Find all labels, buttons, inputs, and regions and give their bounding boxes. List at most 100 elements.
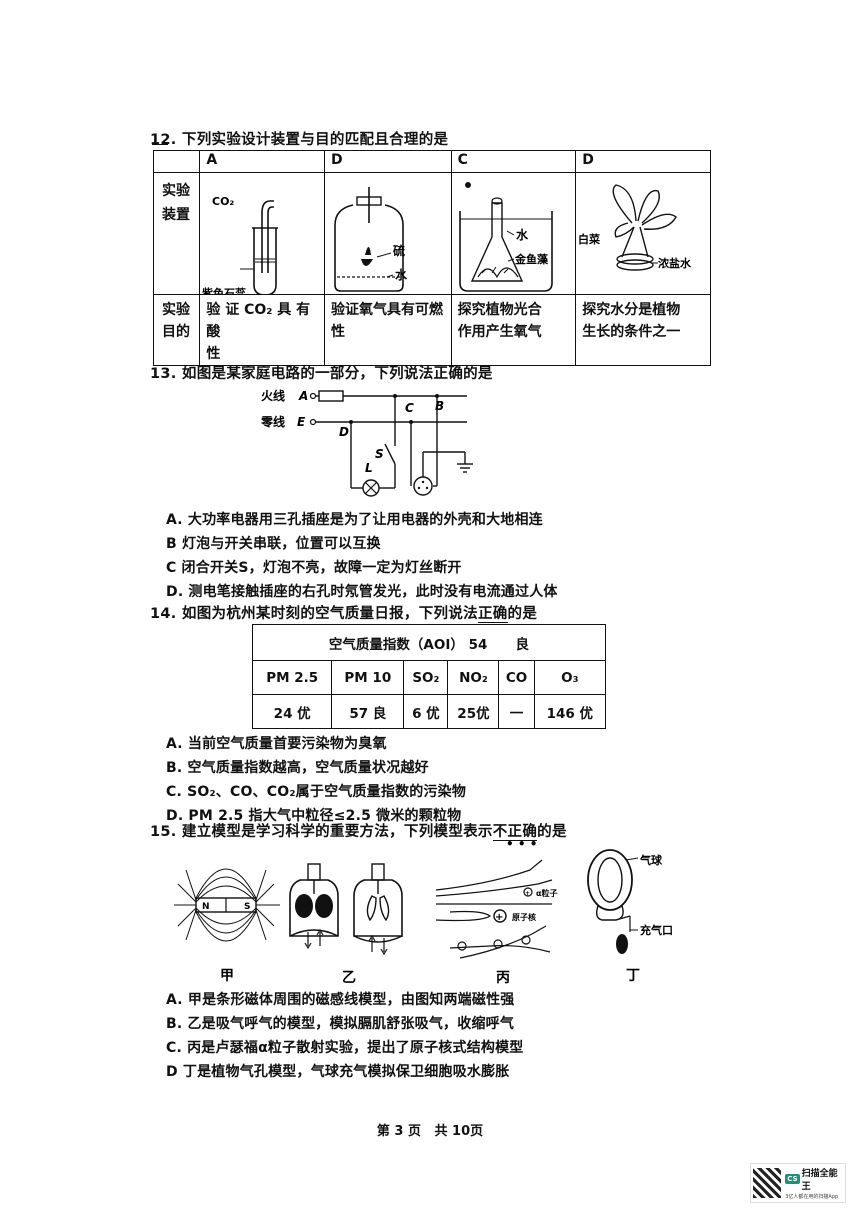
q12-purpose-c: 探究植物光合 作用产生氧气 [450,294,577,366]
q13-options: A. 大功率电器用三孔插座是为了让用电器的外壳和大地相连 B 灯泡与开关串联，位… [166,508,558,604]
q12-corner-cell [152,150,201,173]
q12-row1-label: 实验 装置 [152,172,201,295]
live-wire-label: 火线 [261,388,285,403]
q12-apparatus-c: 水 金鱼藻 [450,172,577,295]
q12-stem: 12. 下列实验设计装置与目的匹配且合理的是 [150,132,449,148]
q15-option-c[interactable]: C. 丙是卢瑟福α粒子散射实验，提出了原子核式结构模型 [166,1040,524,1056]
q15-stem-suffix: 的是 [537,824,567,840]
nucleus-label: 原子核 [512,912,536,922]
badge-subtitle: 3亿人都在用的扫描App [785,1194,839,1200]
inlet-label: 充气口 [640,923,673,937]
q14-option-b[interactable]: B. 空气质量指数越高，空气质量状况越好 [166,760,429,776]
lamp-label: L [365,461,373,475]
q12-apparatus-a: CO₂ 紫色石蕊 [199,172,326,295]
label-jia: 甲 [220,968,234,984]
header-so2: SO₂ [403,660,449,695]
litmus-label: 紫色石蕊 [202,286,246,294]
q14-option-a[interactable]: A. 当前空气质量首要污染物为臭氧 [166,736,387,752]
q12-header-c: C [450,150,577,173]
q13-option-d[interactable]: D. 测电笔接触插座的右孔时氖管发光，此时没有电流通过人体 [166,584,558,600]
q12-number-underline [152,144,168,145]
stoma-balloon-model: 气球 充气口 [587,849,673,954]
q12-row2-label-line2: 目的 [162,324,190,340]
q12-table: A D C D 实验 装置 CO₂ 紫色石蕊 [152,150,711,366]
magnet-s-label: S [244,902,250,912]
purpose-b-line2: 性 [331,324,346,340]
q12-purpose-b: 验证氧气具有可燃 性 [324,294,452,366]
label-bing: 丙 [496,970,510,986]
q15-models-figure: N S 甲 乙 • • • [174,840,673,986]
q13-option-c[interactable]: C 闭合开关S，灯泡不亮，故障一定为灯丝断开 [166,560,462,576]
q15-options: A. 甲是条形磁体周围的磁感线模型，由图知两端磁性强 B. 乙是吸气呼气的模型，… [166,988,523,1084]
socket-icon [413,476,433,496]
value-co: 一 [498,694,535,729]
value-pm25: 24 优 [251,694,333,729]
q12-purpose-a: 验 证 CO₂ 具 有 酸 性 [199,294,326,366]
co2-label: CO₂ [212,195,234,208]
point-e-label: E [297,415,306,429]
purpose-a-line2: 性 [206,346,221,362]
q12-row2-label-line1: 实验 [162,302,190,318]
q14-options: A. 当前空气质量首要污染物为臭氧 B. 空气质量指数越高，空气质量状况越好 C… [166,732,466,828]
point-a-label: A [298,389,308,403]
badge-title: 扫描全能王 [801,1169,838,1192]
gas-jar-figure: 硫 水 [334,187,408,292]
q14-stem-suffix: 的是 [507,606,538,622]
salt-water-label: 浓盐水 [658,256,692,270]
value-no2: 25优 [447,694,500,729]
svg-text:+: + [495,912,503,923]
air-quality-table: 空气质量指数（AOI） 54 良 PM 2.5 PM 10 SO₂ NO₂ CO… [251,624,607,729]
q15-option-b[interactable]: B. 乙是吸气呼气的模型，模拟膈肌舒张吸气，收缩呼气 [166,1016,515,1032]
test-tube-figure: CO₂ 紫色石蕊 [202,195,279,294]
q14-option-d[interactable]: D. PM 2.5 指大气中粒径≤2.5 微米的颗粒物 [166,808,462,824]
plant-label-c: 金鱼藻 [514,252,549,266]
q12-header-a: A [199,150,326,173]
q12-row1-label-line2: 装置 [162,207,190,223]
switch-label: S [375,447,384,461]
point-d-label: D [339,425,349,439]
header-no2: NO₂ [447,660,500,695]
header-co: CO [498,660,535,695]
svg-text:+: + [525,890,530,897]
page-footer: 第 3 页 共 10页 [376,1124,484,1139]
aqi-title: 空气质量指数（AOI） 54 良 [252,624,606,661]
purpose-c-line2: 作用产生氧气 [457,324,542,340]
value-o3: 146 优 [533,694,607,729]
label-ding: 丁 [626,968,640,984]
q14-stem-prefix: 14. 如图为杭州某时刻的空气质量日报，下列说法 [150,606,478,622]
q15-option-d[interactable]: D 丁是植物气孔模型，气球充气模拟保卫细胞吸水膨胀 [166,1064,510,1080]
qr-code-icon [753,1168,782,1198]
q15-stem-emphasis: 不正确 [492,824,538,841]
switch-icon [384,443,396,465]
q12-row2-label: 实验 目的 [152,294,201,366]
value-so2: 6 优 [403,694,449,729]
sulfur-label: 硫 [393,243,405,258]
q14-stem-emphasis: 正确 [477,606,508,623]
q12-row1-label-line1: 实验 [162,183,190,199]
q14-option-c[interactable]: C. SO₂、CO、CO₂属于空气质量指数的污染物 [166,784,467,800]
circuit-diagram: 火线 A 零线 E B C D L S [260,388,473,497]
label-yi: 乙 [342,970,356,986]
q12-header-b: D [324,150,452,173]
scanner-badge: CS 扫描全能王 3亿人都在用的扫描App [750,1163,846,1203]
header-o3: O₃ [533,660,607,695]
alpha-particle-label: α粒子 [536,888,558,898]
balloon-label: 气球 [639,853,663,867]
q15-stem: 15. 建立模型是学习科学的重要方法，下列模型表示不正确的是 [150,820,567,841]
q13-option-a[interactable]: A. 大功率电器用三孔插座是为了让用电器的外壳和大地相连 [166,512,543,528]
purpose-a-line1: 验 证 CO₂ 具 有 酸 [206,302,311,340]
q15-option-a[interactable]: A. 甲是条形磁体周围的磁感线模型，由图知两端磁性强 [166,992,515,1008]
cabbage-label: 白菜 [578,232,601,246]
q13-stem: 13. 如图是某家庭电路的一部分，下列说法正确的是 [150,366,493,382]
point-b-label: B [435,399,444,413]
purpose-d-line1: 探究水分是植物 [582,302,681,318]
cs-logo-icon: CS [785,1174,800,1184]
q13-option-b[interactable]: B 灯泡与开关串联，位置可以互换 [166,536,381,552]
magnet-n-label: N [202,902,210,912]
header-pm25: PM 2.5 [251,660,333,695]
bell-jar-model [289,863,403,956]
purpose-b-line1: 验证氧气具有可燃 [331,302,444,318]
q12-apparatus-d: 白菜 浓盐水 [575,172,711,295]
nucleus-icon [493,909,507,923]
q15-stem-prefix: 15. 建立模型是学习科学的重要方法，下列模型表示 [150,824,493,840]
